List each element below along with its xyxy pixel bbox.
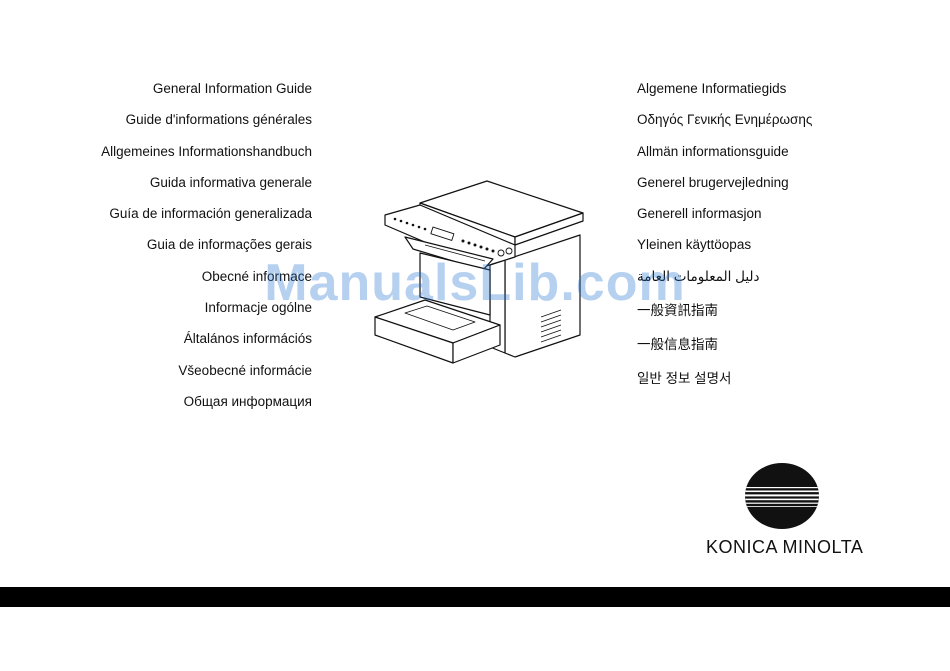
right-language-list: Algemene Informatiegids Οδηγός Γενικής Ε… (637, 80, 812, 404)
title-hu: Általános információs (183, 331, 312, 347)
title-fr: Guide d'informations générales (125, 112, 312, 128)
multifunction-printer-illustration (374, 180, 584, 364)
brand-name: KONICA MINOLTA (706, 537, 864, 557)
title-nl: Algemene Informatiegids (637, 81, 787, 96)
title-cs: Obecné informace (201, 268, 312, 284)
title-sk: Všeobecné informácie (178, 362, 312, 378)
title-zh-tw: 一般資訊指南 (637, 302, 718, 318)
title-en: General Information Guide (152, 81, 312, 96)
title-ru: Общая информация (183, 393, 312, 409)
left-language-list: General Information Guide Guide d'inform… (101, 80, 312, 424)
title-el: Οδηγός Γενικής Ενημέρωσης (637, 112, 813, 128)
title-pl: Informacje ogólne (204, 300, 312, 316)
title-ar: دليل المعلومات العامة (637, 268, 760, 284)
title-pt: Guia de informações gerais (146, 237, 312, 253)
title-no: Generell informasjon (637, 206, 762, 222)
title-de: Allgemeines Informationshandbuch (101, 143, 312, 159)
title-zh-cn: 一般信息指南 (637, 336, 718, 352)
title-fi: Yleinen käyttöopas (637, 237, 752, 253)
title-sv: Allmän informationsguide (637, 143, 789, 159)
title-da: Generel brugervejledning (637, 174, 789, 190)
watermark-text: ManualsLib.com (264, 254, 686, 312)
title-it: Guida informativa generale (149, 174, 312, 190)
konica-minolta-globe-logo (745, 463, 819, 529)
footer-bar (0, 587, 950, 607)
title-ko: 일반 정보 설명서 (637, 370, 732, 386)
title-es: Guía de información generalizada (109, 206, 312, 222)
